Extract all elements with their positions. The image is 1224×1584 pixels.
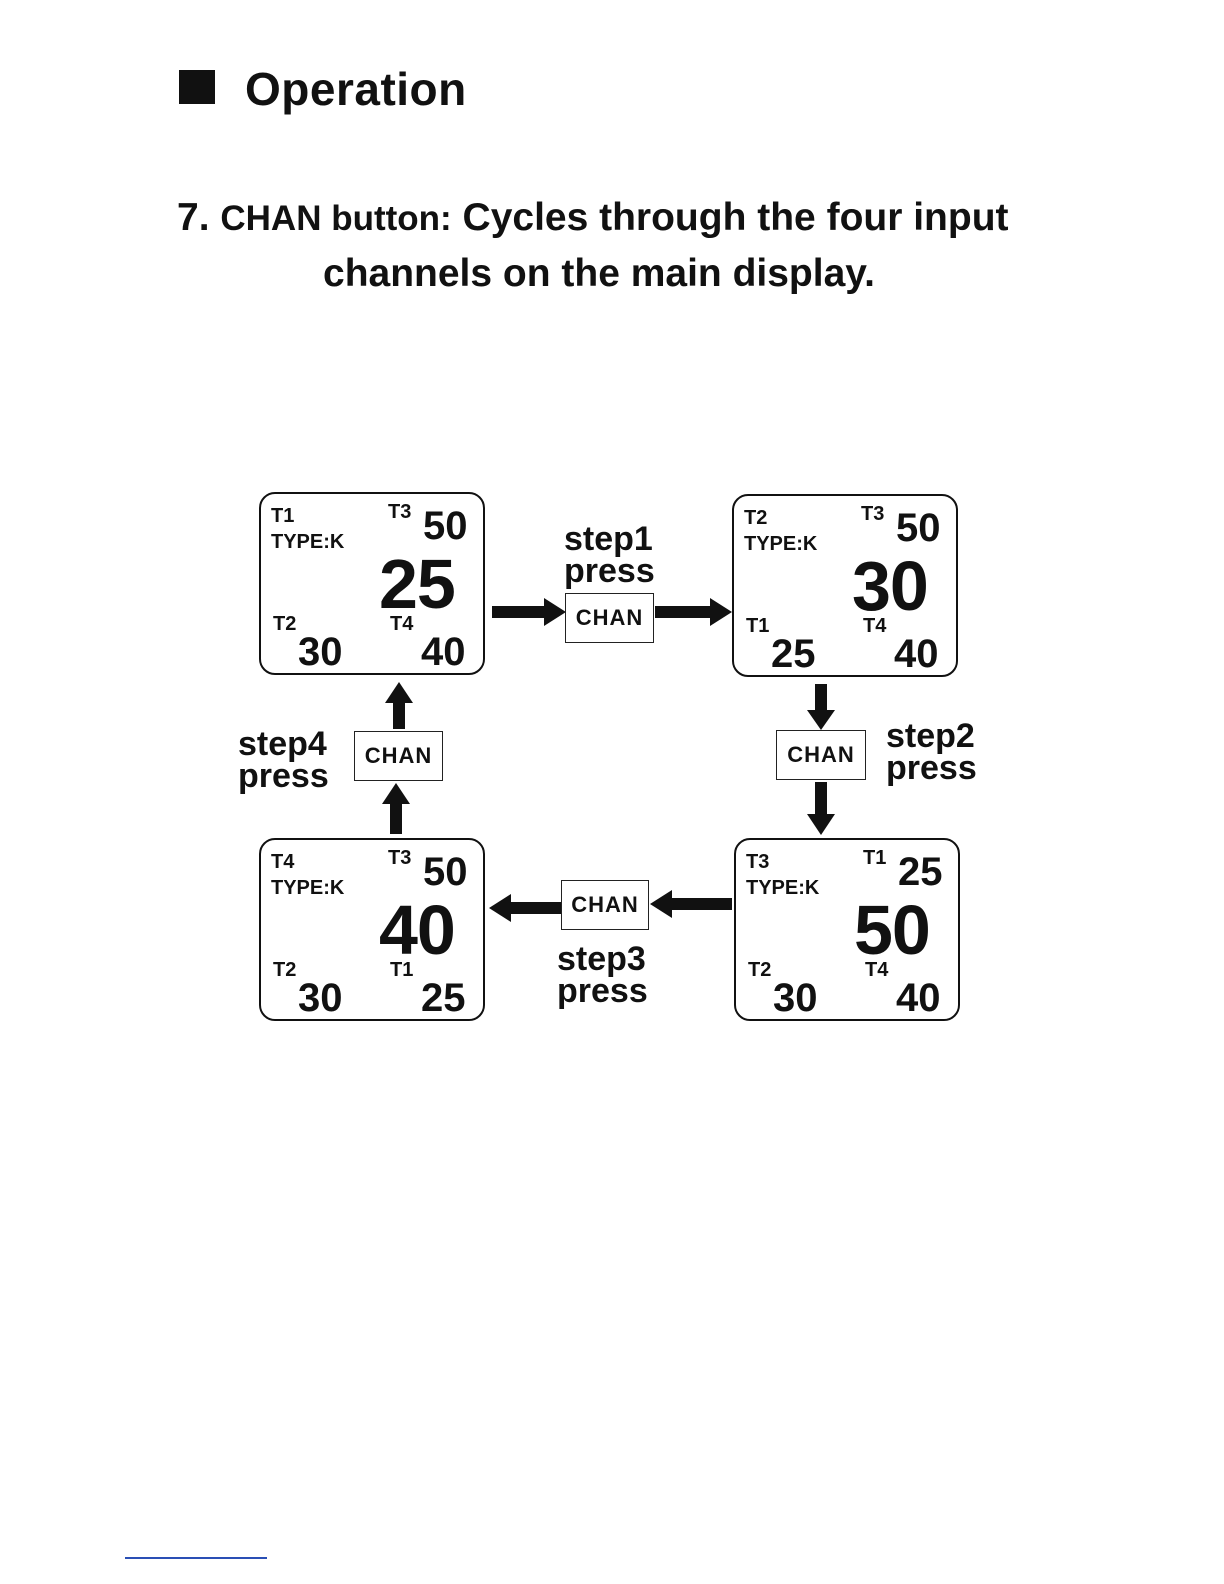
channel-value: 40	[421, 632, 466, 672]
arrow-right-icon	[655, 598, 732, 626]
channel-value: 40	[896, 978, 941, 1018]
channel-label: T2	[273, 960, 296, 980]
lcd-display-t3: T3 TYPE:K T1 25 50 T2 30 T4 40	[734, 838, 960, 1021]
chan-button-step3[interactable]: CHAN	[561, 880, 649, 930]
step-action: press	[238, 760, 329, 792]
channel-label: T1	[390, 960, 413, 980]
lcd-display-t4: T4 TYPE:K T3 50 40 T2 30 T1 25	[259, 838, 485, 1021]
chan-button-step2[interactable]: CHAN	[776, 730, 866, 780]
channel-label: T3	[388, 502, 411, 522]
step-action: press	[564, 555, 655, 587]
step-name: step1	[564, 523, 655, 555]
channel-label: T2	[744, 508, 767, 528]
chan-button-step1[interactable]: CHAN	[565, 593, 654, 643]
step-action: press	[886, 752, 977, 784]
main-reading: 25	[379, 549, 455, 619]
channel-label: T4	[271, 852, 294, 872]
channel-value: 30	[298, 632, 343, 672]
channel-label: T2	[748, 960, 771, 980]
arrow-up-icon	[385, 682, 413, 729]
step-name: step4	[238, 728, 329, 760]
step-name: step2	[886, 720, 977, 752]
arrow-right-icon	[492, 598, 566, 626]
chan-button-step4[interactable]: CHAN	[354, 731, 443, 781]
arrow-down-icon	[807, 782, 835, 835]
step-action: press	[557, 975, 648, 1007]
step4-label: step4 press	[238, 728, 329, 792]
channel-label: T4	[390, 614, 413, 634]
channel-value: 25	[898, 852, 943, 892]
thermocouple-type: TYPE:K	[746, 878, 819, 898]
channel-value: 30	[773, 978, 818, 1018]
channel-value: 40	[894, 634, 939, 674]
channel-value: 50	[423, 852, 468, 892]
channel-label: T3	[861, 504, 884, 524]
thermocouple-type: TYPE:K	[271, 878, 344, 898]
arrow-up-icon	[382, 783, 410, 834]
channel-label: T2	[273, 614, 296, 634]
step-name: step3	[557, 943, 648, 975]
lcd-display-t1: T1 TYPE:K T3 50 25 T2 30 T4 40	[259, 492, 485, 675]
main-reading: 50	[854, 895, 930, 965]
arrow-left-icon	[489, 894, 561, 922]
channel-label: T1	[863, 848, 886, 868]
channel-value: 50	[423, 506, 468, 546]
thermocouple-type: TYPE:K	[744, 534, 817, 554]
channel-label: T3	[388, 848, 411, 868]
arrow-down-icon	[807, 684, 835, 730]
main-reading: 40	[379, 895, 455, 965]
channel-label: T4	[865, 960, 888, 980]
channel-value: 25	[421, 978, 466, 1018]
lcd-display-t2: T2 TYPE:K T3 50 30 T1 25 T4 40	[732, 494, 958, 677]
channel-value: 50	[896, 508, 941, 548]
arrow-left-icon	[650, 890, 732, 918]
main-reading: 30	[852, 551, 928, 621]
step3-label: step3 press	[557, 943, 648, 1007]
channel-value: 25	[771, 634, 816, 674]
step1-label: step1 press	[564, 523, 655, 587]
channel-label: T4	[863, 616, 886, 636]
channel-label: T3	[746, 852, 769, 872]
footer-divider	[125, 1557, 267, 1559]
channel-label: T1	[271, 506, 294, 526]
channel-label: T1	[746, 616, 769, 636]
channel-value: 30	[298, 978, 343, 1018]
step2-label: step2 press	[886, 720, 977, 784]
thermocouple-type: TYPE:K	[271, 532, 344, 552]
